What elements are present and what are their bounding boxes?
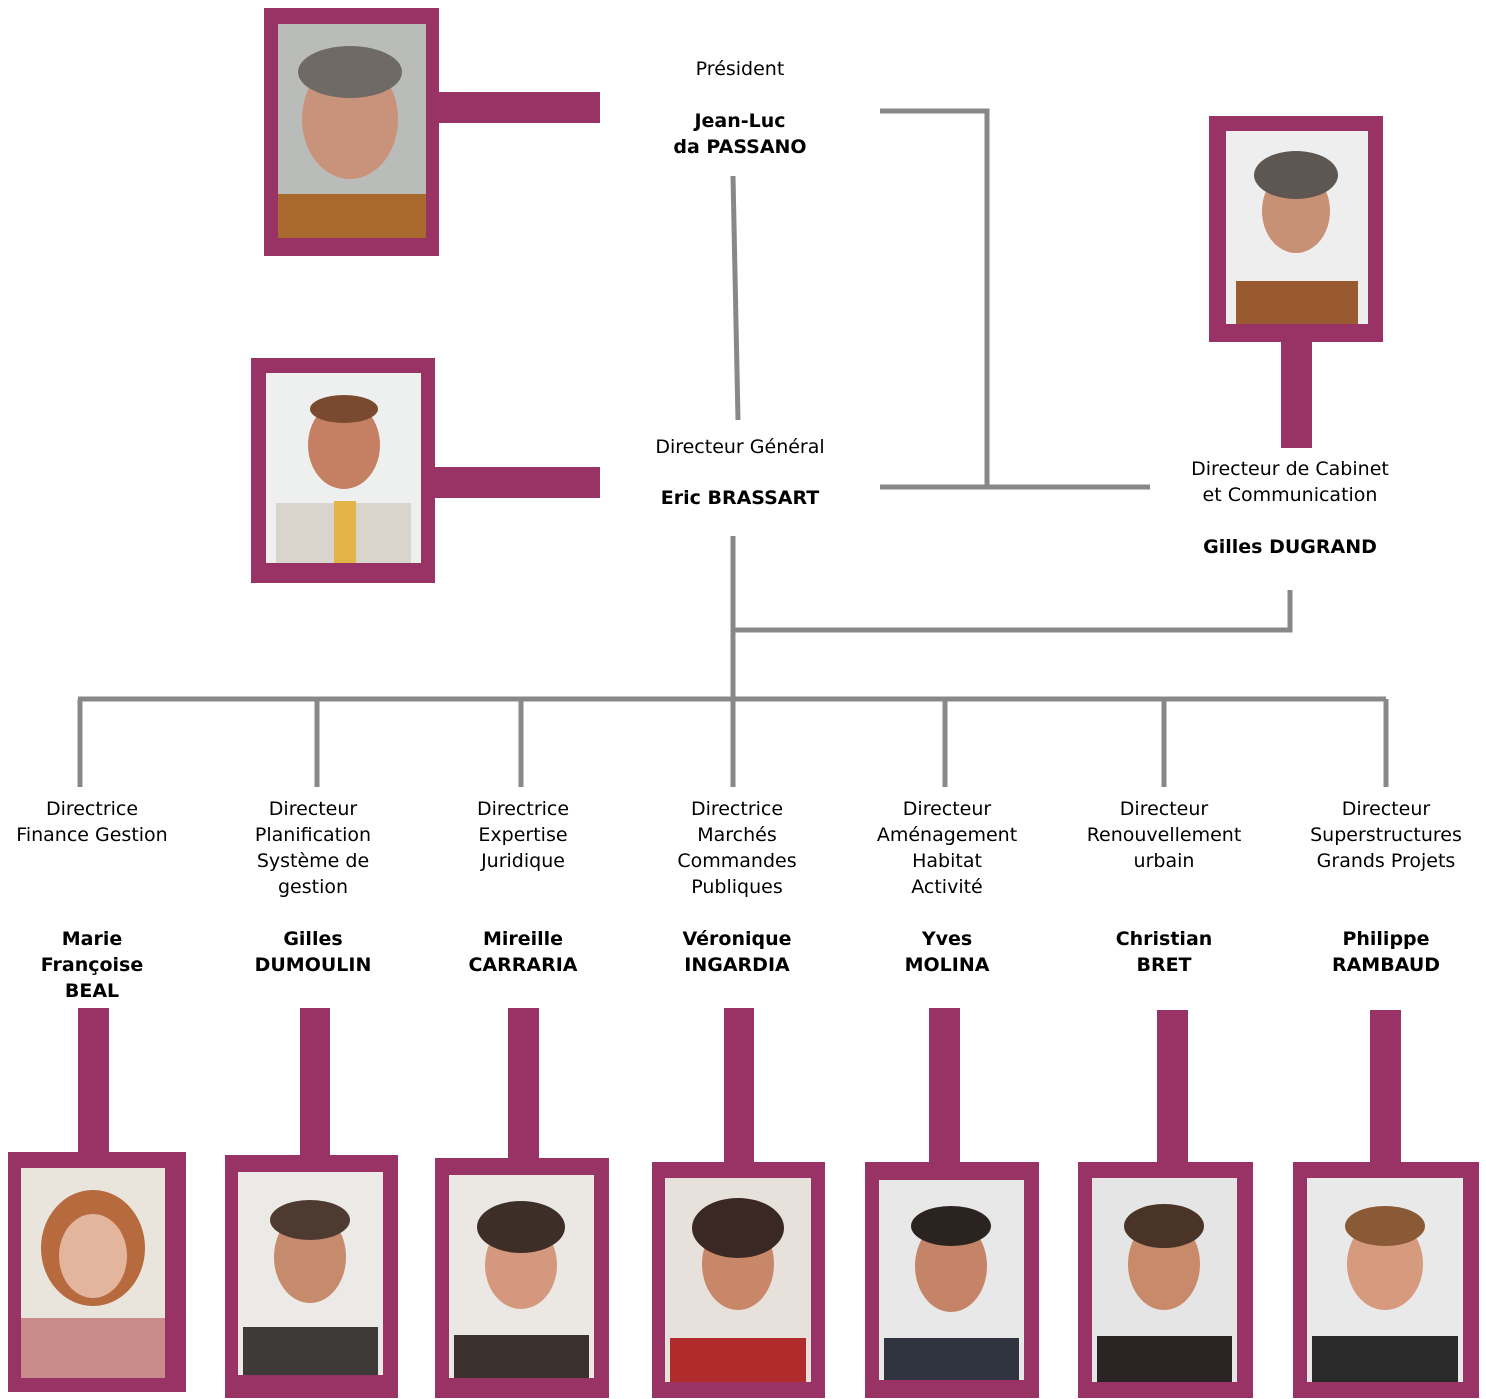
director-photo <box>665 1178 811 1382</box>
director-name: Mireille CARRARIA <box>468 928 578 976</box>
dg-name: Eric BRASSART <box>660 487 820 509</box>
director-connector-bar <box>78 1008 109 1154</box>
president-name: Jean-Luc da PASSANO <box>673 110 807 158</box>
director-role: Directrice Expertise Juridique <box>476 798 570 872</box>
president-role: Président <box>695 58 785 80</box>
director-name: Marie Françoise BEAL <box>40 928 144 1002</box>
cabinet-role: Directeur de Cabinet et Communication <box>1191 458 1389 506</box>
director-role: Directeur Aménagement Habitat Activité <box>876 798 1018 898</box>
dg-connector-bar <box>433 467 600 498</box>
director-photo <box>879 1180 1024 1380</box>
director-name: Véronique INGARDIA <box>682 928 792 976</box>
director-name: Christian BRET <box>1115 928 1213 976</box>
director-photo <box>449 1175 594 1378</box>
director-role: Directrice Marchés Commandes Publiques <box>677 798 797 898</box>
director-connector-bar <box>300 1008 330 1158</box>
cabinet-photo <box>1226 131 1368 324</box>
director-photo <box>238 1172 383 1375</box>
president-photo <box>278 24 426 238</box>
director-name: Yves MOLINA <box>904 928 990 976</box>
director-connector-bar <box>1370 1010 1401 1164</box>
director-photo <box>1092 1178 1237 1382</box>
director-role: Directeur Superstructures Grands Projets <box>1310 798 1462 872</box>
president-connector-bar <box>437 92 600 123</box>
cabinet-name: Gilles DUGRAND <box>1203 536 1377 558</box>
dg-role: Directeur Général <box>655 436 825 458</box>
cabinet-connector-bar <box>1281 340 1312 448</box>
director-photo <box>1307 1178 1463 1382</box>
director-role: Directeur Planification Système de gesti… <box>254 798 372 898</box>
director-photo <box>21 1168 165 1378</box>
director-connector-bar <box>724 1008 754 1164</box>
director-role: Directrice Finance Gestion <box>16 798 168 846</box>
director-name: Philippe RAMBAUD <box>1331 928 1441 976</box>
director-connector-bar <box>508 1008 539 1160</box>
dg-photo <box>266 373 421 563</box>
director-role: Directeur Renouvellement urbain <box>1086 798 1242 872</box>
director-connector-bar <box>1157 1010 1188 1164</box>
director-connector-bar <box>929 1008 960 1164</box>
director-name: Gilles DUMOULIN <box>254 928 372 976</box>
